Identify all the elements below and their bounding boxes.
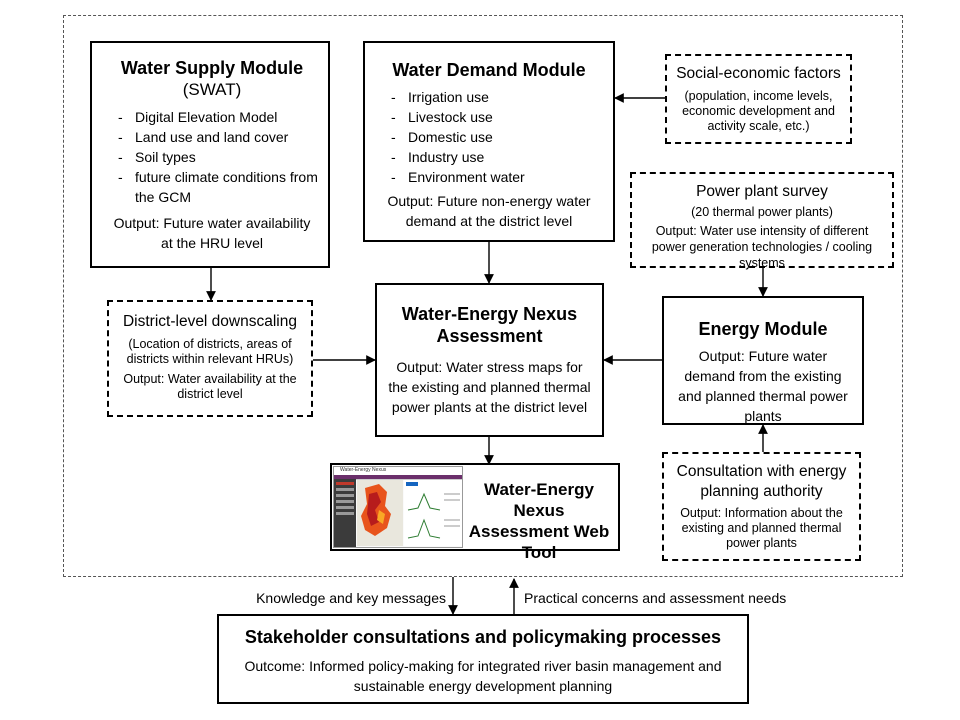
social-economic-title: Social-economic factors <box>676 65 841 82</box>
list-item: Irrigation use <box>391 87 603 107</box>
consultation-output: Output: Information about the existing a… <box>680 506 843 550</box>
power-plant-survey: Power plant survey (20 thermal power pla… <box>630 172 894 270</box>
district-downscaling-output: Output: Water availability at the distri… <box>123 372 297 401</box>
list-item: Land use and land cover <box>118 127 318 147</box>
list-item: Livestock use <box>391 107 603 127</box>
water-supply-module: Water Supply Module (SWAT) Digital Eleva… <box>90 41 330 268</box>
water-demand-uses: Irrigation use Livestock use Domestic us… <box>391 87 603 187</box>
district-downscaling-detail: (Location of districts, areas of distric… <box>126 337 294 366</box>
water-supply-output: Output: Future water availability at the… <box>113 215 311 251</box>
nexus-assessment: Water-Energy Nexus Assessment Output: Wa… <box>375 283 604 437</box>
nexus-assessment-title: Water-Energy Nexus Assessment <box>401 304 578 346</box>
energy-planning-consultation: Consultation with energy planning author… <box>662 452 861 561</box>
water-supply-title: Water Supply Module <box>120 58 304 78</box>
water-demand-output: Output: Future non-energy water demand a… <box>387 193 591 229</box>
list-item: Domestic use <box>391 127 603 147</box>
list-item: future climate conditions from the GCM <box>118 167 318 207</box>
district-downscaling: District-level downscaling (Location of … <box>107 300 313 417</box>
water-supply-inputs: Digital Elevation Model Land use and lan… <box>118 107 318 207</box>
energy-module-title: Energy Module <box>698 319 828 339</box>
stakeholder-outcome: Outcome: Informed policy-making for inte… <box>244 658 722 694</box>
web-tool-screenshot-title: Water-Energy Nexus <box>340 467 387 473</box>
system-boundary <box>63 15 903 577</box>
power-plant-count: (20 thermal power plants) <box>691 205 833 219</box>
list-item: Industry use <box>391 147 603 167</box>
concerns-label: Practical concerns and assessment needs <box>524 590 787 606</box>
water-supply-subtitle: (SWAT) <box>182 80 242 99</box>
nexus-assessment-output: Output: Water stress maps for the existi… <box>388 359 591 415</box>
web-tool-screenshot: Water-Energy Nexus <box>333 466 463 548</box>
power-plant-survey-title: Power plant survey <box>696 183 828 200</box>
social-economic-detail: (population, income levels, economic dev… <box>682 89 835 133</box>
list-item: Digital Elevation Model <box>118 107 318 127</box>
district-downscaling-title: District-level downscaling <box>122 313 297 330</box>
water-demand-module: Water Demand Module Irrigation use Lives… <box>363 41 615 242</box>
power-plant-survey-output: Output: Water use intensity of different… <box>651 224 873 270</box>
stakeholder-processes: Stakeholder consultations and policymaki… <box>217 614 749 704</box>
water-demand-title: Water Demand Module <box>392 60 586 80</box>
stakeholder-title: Stakeholder consultations and policymaki… <box>244 627 722 647</box>
chart-thumbnail <box>406 482 460 539</box>
knowledge-label: Knowledge and key messages <box>256 590 446 606</box>
district-map-thumbnail <box>361 484 391 536</box>
web-tool-label: Water-Energy Nexus Assessment Web Tool <box>468 480 610 562</box>
energy-module: Energy Module Output: Future water deman… <box>662 296 864 425</box>
list-item: Soil types <box>118 147 318 167</box>
social-economic-factors: Social-economic factors (population, inc… <box>665 54 852 144</box>
list-item: Environment water <box>391 167 603 187</box>
consultation-title: Consultation with energy planning author… <box>676 463 847 500</box>
energy-module-output: Output: Future water demand from the exi… <box>678 348 848 424</box>
